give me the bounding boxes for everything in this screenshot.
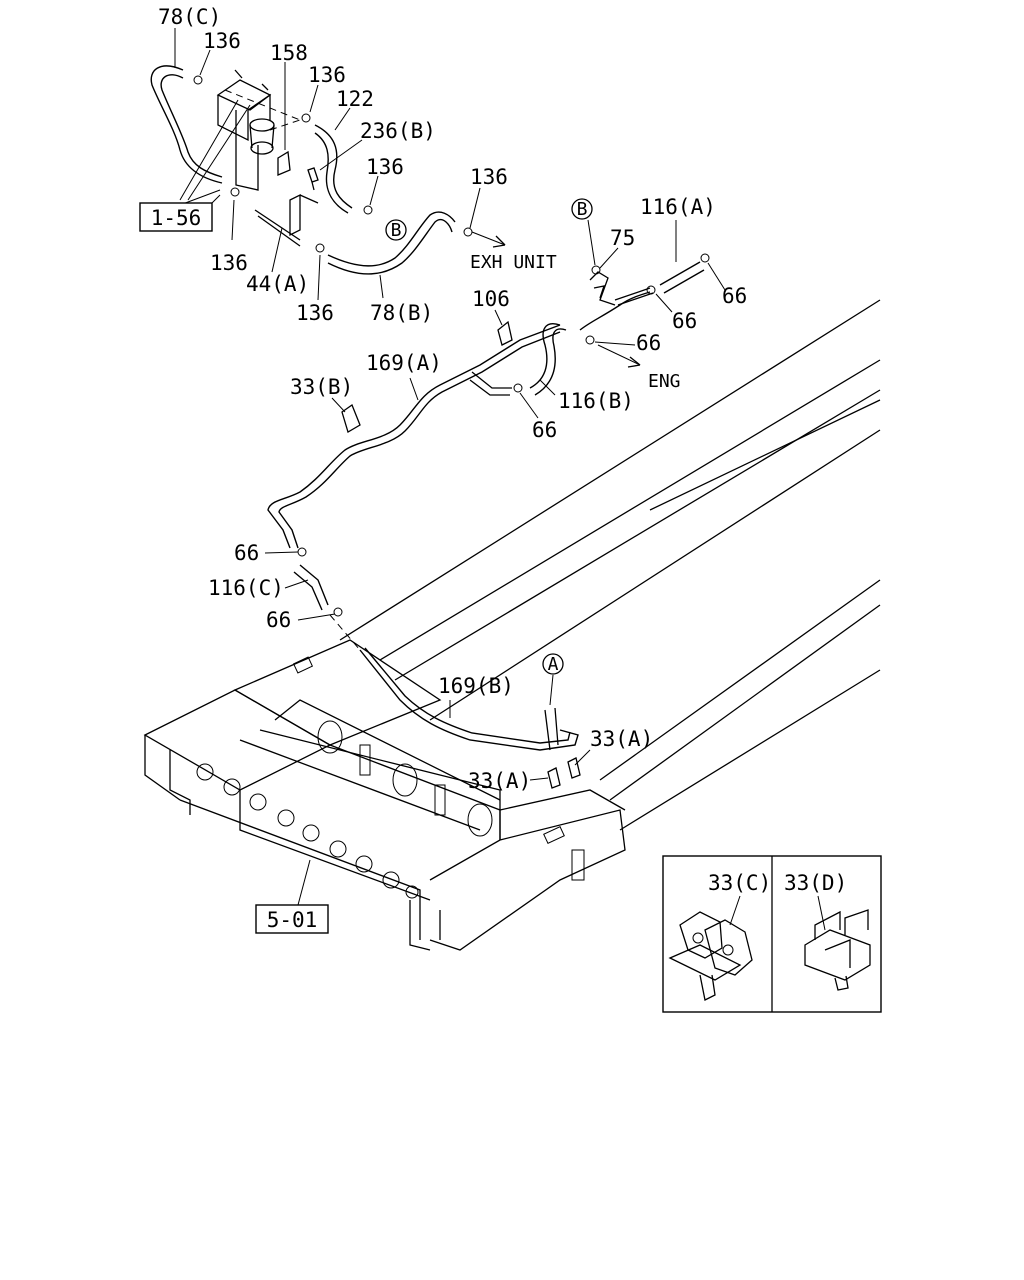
callout-78b: 78(B) [370,301,433,325]
callout-78c: 78(C) [158,5,221,29]
ref-box-1-56: 1-56 [139,202,213,232]
callout-122: 122 [336,87,374,111]
clamps [193,75,710,789]
callout-136-f: 136 [296,301,334,325]
callout-116a: 116(A) [640,195,716,219]
callout-44a: 44(A) [246,272,309,296]
marker-b-1: B [385,219,407,241]
callout-66-f: 66 [266,608,291,632]
callout-136-e: 136 [210,251,248,275]
callout-136-b: 136 [308,63,346,87]
fuel-lines [150,65,705,751]
callout-66-d: 66 [532,418,557,442]
callout-116c: 116(C) [208,576,284,600]
callout-136-a: 136 [203,29,241,53]
callout-116b: 116(B) [558,389,634,413]
marker-a: A [542,653,564,675]
inset-clips: 33(C) 33(D) [662,855,882,1013]
chassis-frame [143,299,881,951]
callouts: 78(C) 136 158 136 122 236(B) 136 136 136… [158,5,747,793]
callout-136-d: 136 [470,165,508,189]
ref-box-5-01: 5-01 [255,904,329,934]
callout-75: 75 [610,226,635,250]
callout-236b: 236(B) [360,119,436,143]
callout-33a-b: 33(A) [468,769,531,793]
callout-136-c: 136 [366,155,404,179]
callout-66-e: 66 [234,541,259,565]
arrow-eng: ENG [648,371,681,392]
marker-b-1-label: B [391,220,402,241]
callout-169a: 169(A) [366,351,442,375]
callout-33d: 33(D) [784,871,847,895]
arrow-exh-unit: EXH UNIT [470,252,557,273]
marker-b-2: B [571,198,593,220]
callout-33b: 33(B) [290,375,353,399]
callout-33c: 33(C) [708,871,771,895]
marker-a-label: A [548,654,559,675]
ref-label-1-56: 1-56 [151,206,202,230]
callout-169b: 169(B) [438,674,514,698]
callout-33a-a: 33(A) [590,727,653,751]
callout-106: 106 [472,287,510,311]
callout-66-c: 66 [636,331,661,355]
callout-158: 158 [270,41,308,65]
callout-66-b: 66 [672,309,697,333]
ref-label-5-01: 5-01 [267,908,318,932]
marker-b-2-label: B [577,199,588,220]
callout-66-a: 66 [722,284,747,308]
